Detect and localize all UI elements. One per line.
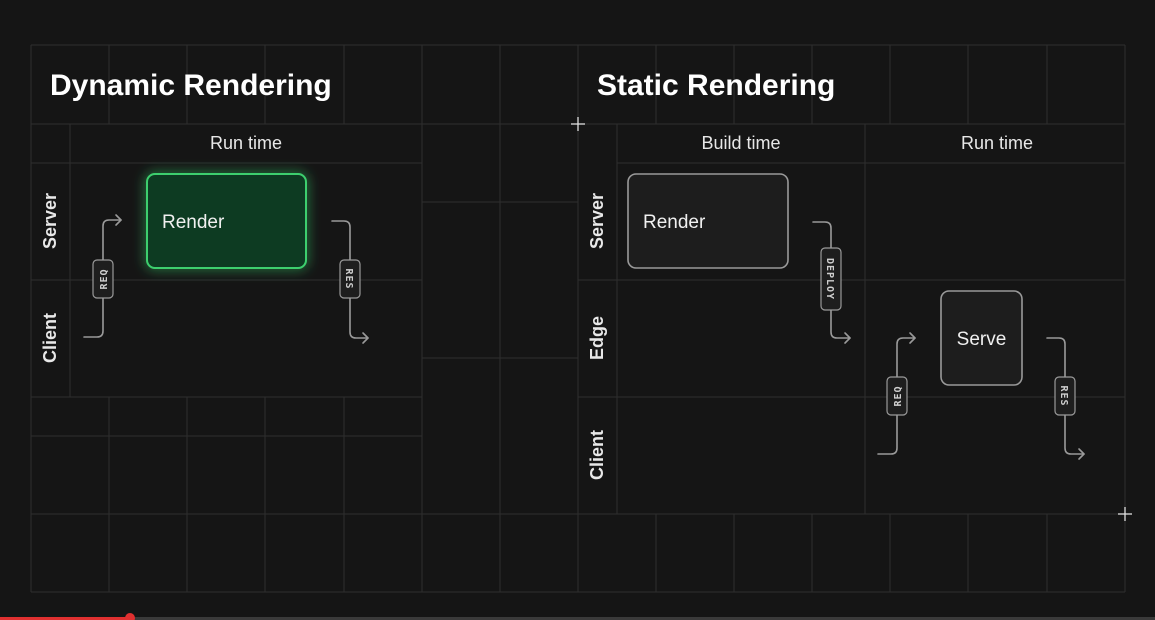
dynamic-req-tag: REQ [99,268,110,289]
static-serve-label: Serve [957,329,1007,350]
dynamic-req-arrow-icon [83,214,122,338]
static-req-tag: REQ [893,385,904,406]
dynamic-row-client: Client [40,313,60,363]
static-serve-box: Serve [940,290,1023,386]
dynamic-col-run-time: Run time [210,133,282,153]
video-progress-bar[interactable] [0,613,1155,620]
progress-scrubber-handle[interactable] [125,613,135,620]
static-deploy-arrow-icon [812,221,851,344]
static-render-label: Render [643,212,706,233]
dynamic-render-label: Render [162,212,225,233]
static-col-build-time: Build time [701,133,780,153]
dynamic-row-server: Server [40,193,60,249]
static-row-client: Client [587,430,607,480]
dynamic-title: Dynamic Rendering [50,69,332,102]
static-row-edge: Edge [587,316,607,360]
dynamic-res-tag: RES [343,268,354,289]
plus-crosshair-icon [1118,507,1132,521]
dynamic-render-box: Render [146,173,307,269]
static-title: Static Rendering [597,69,835,102]
static-row-server: Server [587,193,607,249]
dynamic-res-arrow-icon [331,220,369,344]
static-res-tag: RES [1058,385,1069,406]
static-res-arrow-icon [1046,337,1085,460]
static-req-arrow-icon [877,332,916,455]
static-col-run-time: Run time [961,133,1033,153]
plus-crosshair-icon [571,117,585,131]
static-deploy-tag: DEPLOY [824,258,835,300]
static-render-box: Render [627,173,789,269]
